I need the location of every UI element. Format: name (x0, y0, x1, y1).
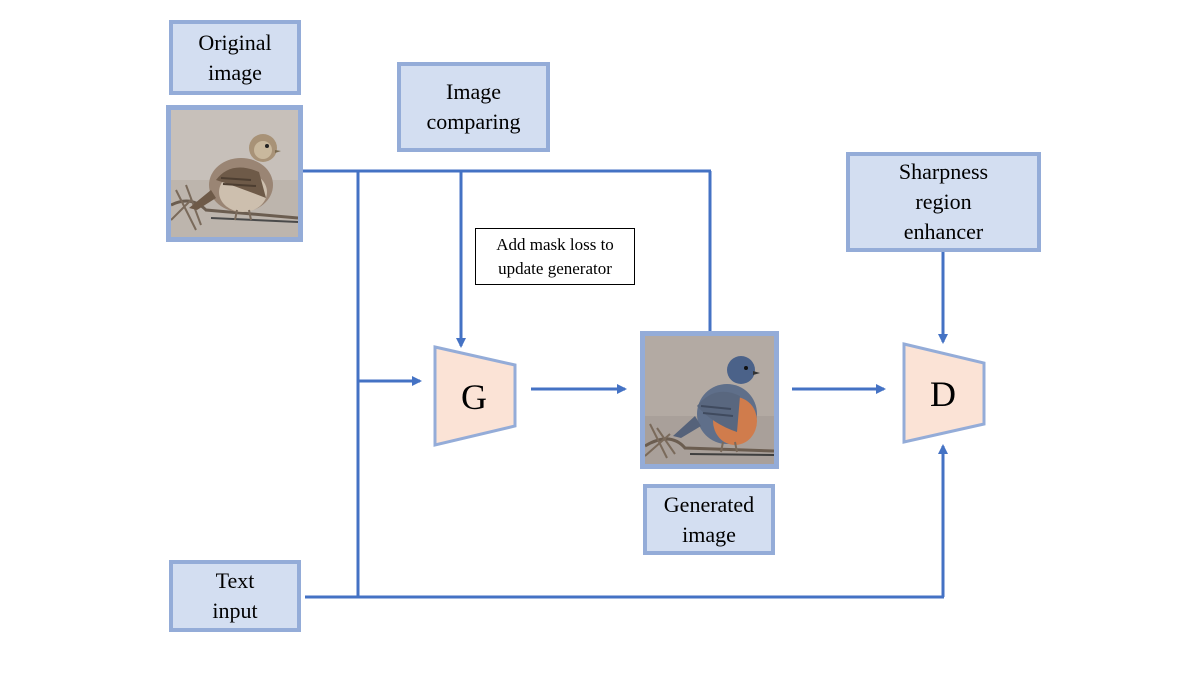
sharpness-enhancer-label: Sharpness region enhancer (846, 152, 1041, 252)
discriminator-block (902, 342, 986, 444)
generated-image-label: Generated image (643, 484, 775, 555)
original-bird-image (166, 105, 303, 242)
mask-loss-note: Add mask loss to update generator (475, 228, 635, 285)
generator-block (433, 345, 517, 447)
generator-label: G (461, 377, 487, 417)
image-comparing-label: Image comparing (397, 62, 550, 152)
original-image-label: Original image (169, 20, 301, 95)
generated-bird-image (640, 331, 779, 469)
discriminator-label: D (930, 374, 956, 414)
text-input-label: Text input (169, 560, 301, 632)
